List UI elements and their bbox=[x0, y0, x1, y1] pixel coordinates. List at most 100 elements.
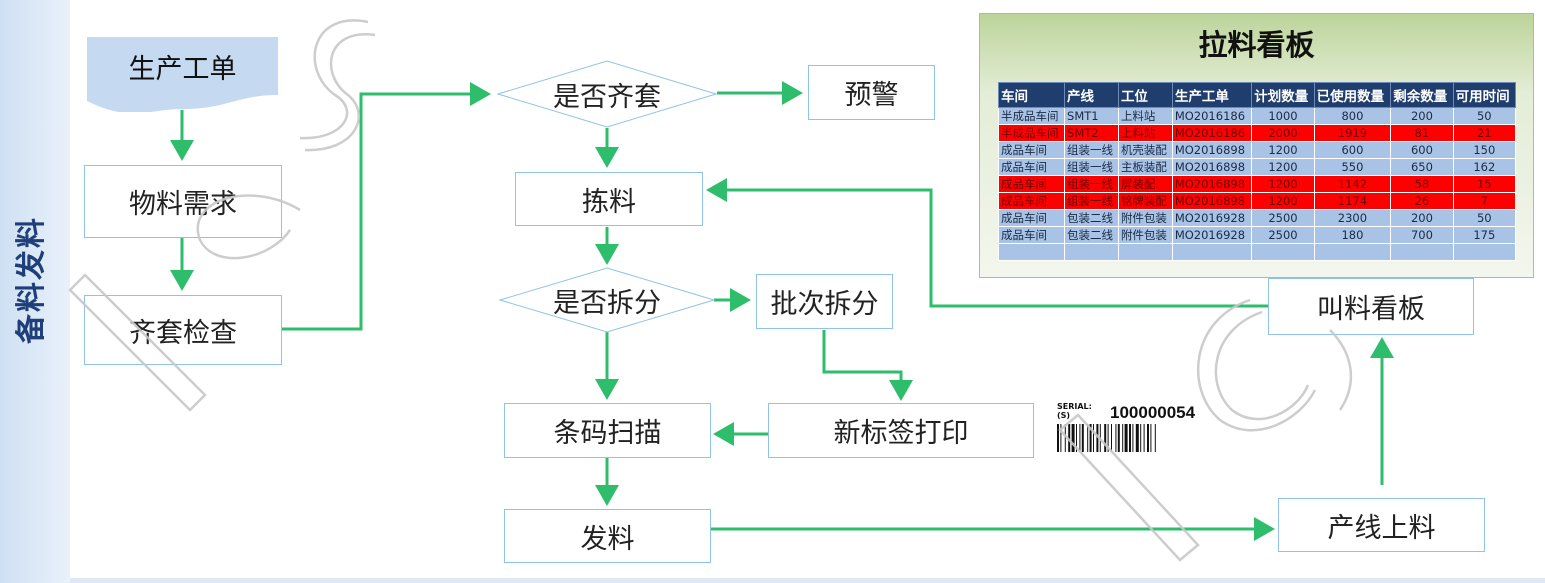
barcode-bar bbox=[1140, 424, 1142, 452]
kanban-cell: 成品车间 bbox=[997, 209, 1066, 227]
barcode-bar bbox=[1115, 424, 1117, 452]
kanban-cell: 150 bbox=[1452, 141, 1517, 159]
kanban-cell: 21 bbox=[1452, 124, 1517, 142]
kit-check-node: 齐套检查 bbox=[84, 295, 282, 365]
arrow-batchsplit-to-print bbox=[822, 330, 913, 401]
kanban-cell: MO2016186 bbox=[1171, 124, 1253, 142]
kanban-cell: 175 bbox=[1452, 226, 1517, 244]
kanban-cell: 650 bbox=[1390, 158, 1454, 176]
kanban-cell: 2000 bbox=[1251, 124, 1315, 142]
kanban-cell bbox=[1117, 243, 1173, 261]
barcode-bar bbox=[1117, 424, 1120, 452]
kanban-cell: 1200 bbox=[1251, 192, 1315, 210]
kanban-header-row: 车间产线工位生产工单计划数量已使用数量剩余数量可用时间 bbox=[997, 82, 1517, 108]
kanban-cell: 2300 bbox=[1313, 209, 1392, 227]
barcode-bar bbox=[1132, 424, 1134, 452]
kanban-column-header: 可用时间 bbox=[1452, 82, 1517, 108]
kanban-cell: 800 bbox=[1313, 107, 1392, 125]
kanban-cell: 半成品车间 bbox=[997, 107, 1066, 125]
kanban-cell: 组装一线 bbox=[1064, 192, 1119, 210]
kanban-cell: SMT1 bbox=[1064, 107, 1119, 125]
line-feeding-label: 产线上料 bbox=[1327, 512, 1436, 544]
kanban-cell: 组装一线 bbox=[1064, 141, 1119, 159]
kanban-cell: 1200 bbox=[1251, 175, 1315, 193]
kanban-cell bbox=[1452, 243, 1517, 261]
issue-node: 发料 bbox=[504, 509, 711, 563]
kanban-cell: 成品车间 bbox=[997, 192, 1066, 210]
kanban-cell: 1200 bbox=[1251, 158, 1315, 176]
batch-split-label: 批次拆分 bbox=[770, 289, 879, 320]
kanban-column-header: 已使用数量 bbox=[1313, 82, 1392, 108]
picking-node: 拣料 bbox=[515, 172, 703, 226]
kanban-cell: MO2016928 bbox=[1171, 226, 1253, 244]
kanban-cell: MO2016898 bbox=[1171, 192, 1253, 210]
kanban-cell: SMT2 bbox=[1064, 124, 1119, 142]
kit-check-label: 齐套检查 bbox=[129, 317, 237, 349]
is-complete-decision: 是否齐套 bbox=[496, 60, 718, 128]
kanban-cell: 屏装配 bbox=[1117, 175, 1173, 193]
decision-diamond-shape bbox=[496, 60, 718, 128]
kanban-cell: 1174 bbox=[1313, 192, 1392, 210]
kanban-cell: 1000 bbox=[1251, 107, 1315, 125]
barcode-bar bbox=[1124, 424, 1128, 452]
issue-label: 发料 bbox=[580, 523, 635, 555]
kanban-cell: 1142 bbox=[1313, 175, 1392, 193]
kanban-cell: 包装二线 bbox=[1064, 226, 1119, 244]
kanban-cell: 主板装配 bbox=[1117, 158, 1173, 176]
call-board-node: 叫料看板 bbox=[1268, 278, 1474, 335]
kanban-cell: 组装一线 bbox=[1064, 175, 1119, 193]
kanban-column-header: 产线 bbox=[1064, 82, 1119, 108]
is-complete-label: 是否齐套 bbox=[553, 81, 661, 113]
barcode-bar bbox=[1154, 424, 1156, 452]
kanban-column-header: 剩余数量 bbox=[1390, 82, 1454, 108]
kanban-cell: 半成品车间 bbox=[997, 124, 1066, 142]
serial-number: 100000054 bbox=[1110, 403, 1196, 422]
document-shape bbox=[87, 37, 278, 112]
kanban-cell: MO2016186 bbox=[1171, 107, 1253, 125]
kanban-title: 拉料看板 bbox=[1198, 28, 1315, 62]
kanban-cell: MO2016898 bbox=[1171, 141, 1253, 159]
barcode-bar bbox=[1135, 424, 1139, 452]
barcode-bar bbox=[1064, 424, 1066, 452]
kanban-cell bbox=[1313, 243, 1392, 261]
barcode-bar bbox=[1081, 424, 1084, 452]
kanban-cell: 附件包装 bbox=[1117, 226, 1173, 244]
warning-node: 预警 bbox=[808, 65, 935, 120]
kanban-cell: MO2016898 bbox=[1171, 158, 1253, 176]
barcode-scan-label: 条码扫描 bbox=[553, 418, 662, 449]
kanban-cell: 200 bbox=[1390, 107, 1454, 125]
kanban-cell: 上料站 bbox=[1117, 107, 1173, 125]
kanban-cell: 162 bbox=[1452, 158, 1517, 176]
kanban-cell: 700 bbox=[1390, 226, 1454, 244]
barcode-bar bbox=[1107, 424, 1109, 452]
kanban-cell: 81 bbox=[1390, 124, 1454, 142]
barcode-bar bbox=[1104, 424, 1107, 452]
warning-label: 预警 bbox=[844, 80, 899, 111]
kanban-cell: 成品车间 bbox=[997, 141, 1066, 159]
kanban-cell: 附件包装 bbox=[1117, 209, 1173, 227]
barcode-bar bbox=[1096, 424, 1099, 452]
kanban-cell: 机壳装配 bbox=[1117, 141, 1173, 159]
arrow-kitcheck-to-iscomplete bbox=[282, 82, 491, 331]
arrow-callboard-to-picking bbox=[706, 178, 1268, 308]
kanban-cell: MO2016928 bbox=[1171, 209, 1253, 227]
barcode-bar bbox=[1068, 424, 1071, 452]
barcode-bar bbox=[1099, 424, 1101, 452]
new-label-print-node: 新标签打印 bbox=[768, 403, 1034, 458]
barcode-bar bbox=[1057, 424, 1059, 452]
kanban-cell: 200 bbox=[1390, 209, 1454, 227]
work-order-node: 生产工单 bbox=[87, 37, 278, 112]
kanban-cell: 上料站 bbox=[1117, 124, 1173, 142]
kanban-cell bbox=[1251, 243, 1315, 261]
barcode-bar bbox=[1122, 424, 1124, 452]
batch-split-node: 批次拆分 bbox=[756, 274, 893, 329]
serial-label-text: SERIAL: bbox=[1057, 402, 1092, 411]
barcode-bars bbox=[1057, 424, 1156, 452]
kanban-empty-row bbox=[997, 243, 1517, 261]
